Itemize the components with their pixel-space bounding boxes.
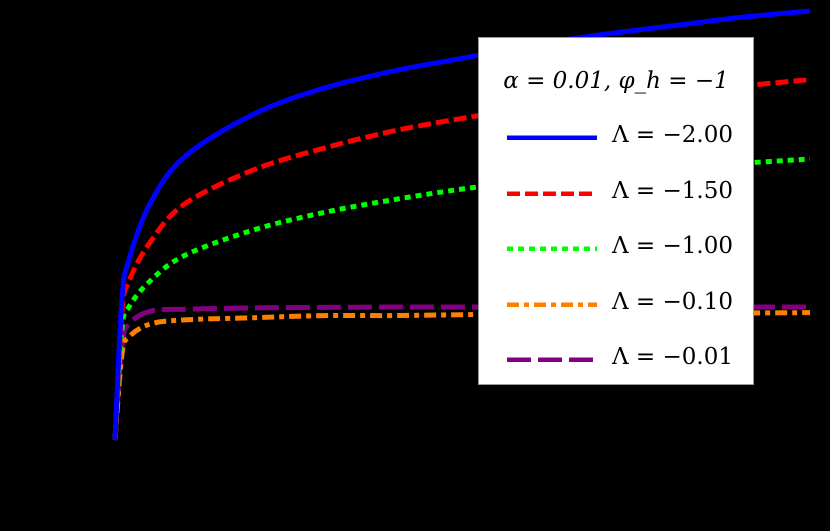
legend-title: α = 0.01, φ_h = −1 — [503, 68, 729, 94]
legend-label: Λ = −1.00 — [612, 233, 733, 259]
legend-item-lambda-1.00: Λ = −1.00 — [507, 233, 747, 263]
legend-swatch-dotted — [507, 246, 597, 251]
legend-item-lambda-1.50: Λ = −1.50 — [507, 178, 747, 208]
legend-label: Λ = −0.01 — [612, 344, 733, 370]
legend-item-lambda-0.01: Λ = −0.01 — [507, 344, 747, 374]
legend-label: Λ = −1.50 — [612, 178, 733, 204]
legend-label: Λ = −0.10 — [612, 289, 733, 315]
legend-label: Λ = −2.00 — [612, 122, 733, 148]
series-line-2 — [112, 156, 811, 441]
legend-swatch-longdash — [507, 357, 597, 362]
legend-item-lambda-2.00: Λ = −2.00 — [507, 122, 747, 152]
legend-swatch-dashed — [507, 191, 597, 196]
legend: α = 0.01, φ_h = −1 Λ = −2.00 Λ = −1.50 Λ… — [478, 37, 754, 385]
series-line-1 — [112, 77, 811, 441]
legend-swatch-dashdot — [507, 302, 597, 307]
legend-item-lambda-0.10: Λ = −0.10 — [507, 289, 747, 319]
series-line-0 — [112, 8, 811, 441]
legend-swatch-solid — [507, 135, 597, 140]
